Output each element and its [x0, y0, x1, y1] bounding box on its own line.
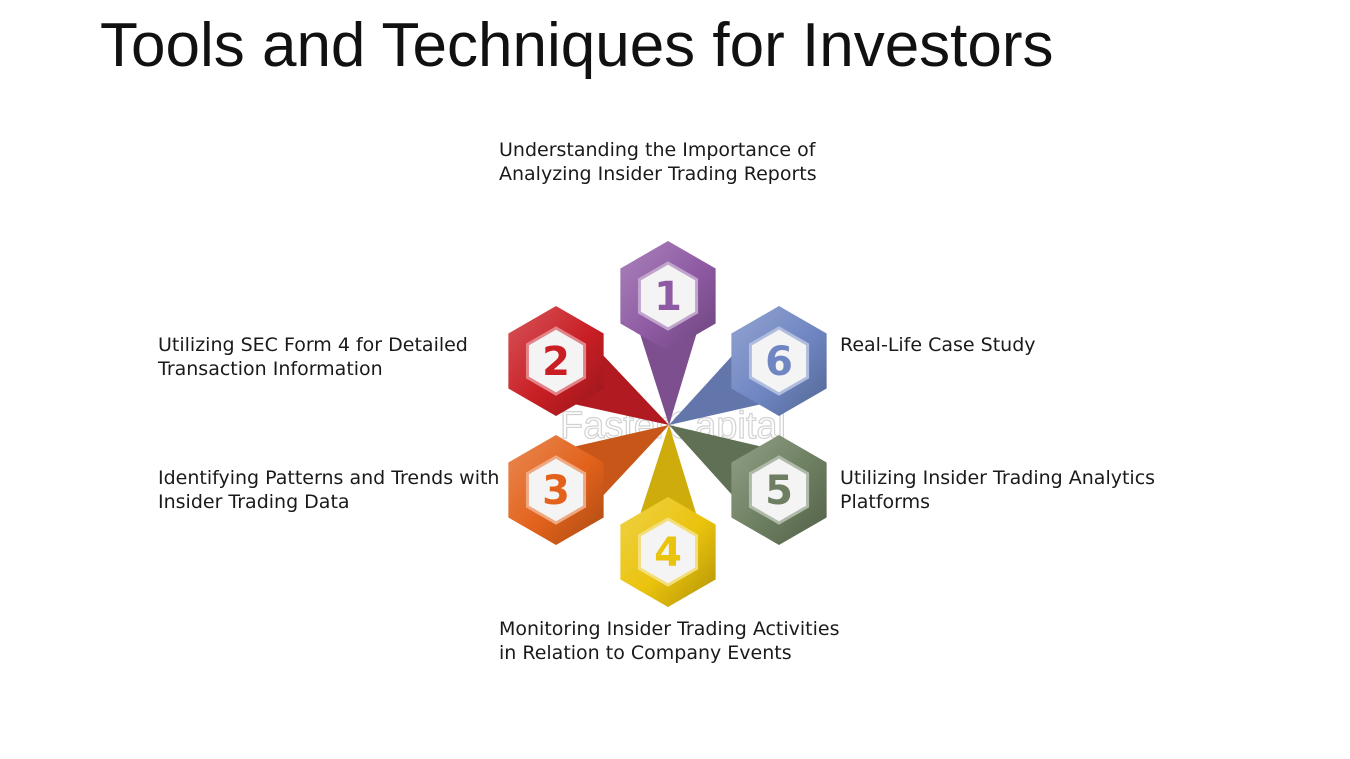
- item-label-4: Monitoring Insider Trading Activities in…: [499, 617, 840, 665]
- petal-5-number: 5: [765, 468, 793, 514]
- petal-2-number: 2: [542, 339, 570, 385]
- item-label-3-line-2: Insider Trading Data: [158, 491, 350, 513]
- petal-6-number: 6: [765, 339, 793, 385]
- item-label-1-line-1: Understanding the Importance of: [499, 139, 816, 161]
- item-label-6-line-1: Real-Life Case Study: [840, 334, 1036, 356]
- petal-3-badge: [525, 455, 587, 525]
- petal-3-number: 3: [542, 468, 570, 514]
- item-label-3: Identifying Patterns and Trends with Ins…: [158, 466, 499, 514]
- item-label-3-line-1: Identifying Patterns and Trends with: [158, 467, 500, 489]
- petal-2: 2: [508, 306, 669, 425]
- petal-6: 6: [669, 306, 827, 425]
- petal-5: 5: [669, 425, 827, 545]
- petal-1-number: 1: [654, 274, 682, 320]
- item-label-2: Utilizing SEC Form 4 for Detailed Transa…: [158, 333, 468, 381]
- item-label-4-line-2: in Relation to Company Events: [499, 642, 792, 664]
- item-label-1-line-2: Analyzing Insider Trading Reports: [499, 163, 817, 185]
- item-label-2-line-2: Transaction Information: [158, 358, 383, 380]
- item-label-5-line-2: Platforms: [840, 491, 931, 513]
- petal-2-badge: [525, 326, 587, 396]
- page-title: Tools and Techniques for Investors: [100, 11, 1054, 80]
- petal-3: 3: [508, 425, 669, 545]
- petal-4: 4: [620, 425, 716, 607]
- petal-1: 1: [620, 241, 716, 425]
- petal-4-badge: [637, 517, 699, 587]
- petal-5-badge: [748, 455, 810, 525]
- petal-1-badge: [637, 261, 699, 331]
- petal-6-badge: [748, 326, 810, 396]
- item-label-6: Real-Life Case Study: [840, 333, 1036, 357]
- item-label-1: Understanding the Importance of Analyzin…: [499, 138, 817, 186]
- item-label-5: Utilizing Insider Trading Analytics Plat…: [840, 466, 1155, 514]
- item-label-2-line-1: Utilizing SEC Form 4 for Detailed: [158, 334, 468, 356]
- item-label-4-line-1: Monitoring Insider Trading Activities: [499, 618, 840, 640]
- item-label-5-line-1: Utilizing Insider Trading Analytics: [840, 467, 1156, 489]
- petal-4-number: 4: [654, 530, 682, 576]
- petal-group: 3 2 5 6 4 1: [508, 241, 827, 607]
